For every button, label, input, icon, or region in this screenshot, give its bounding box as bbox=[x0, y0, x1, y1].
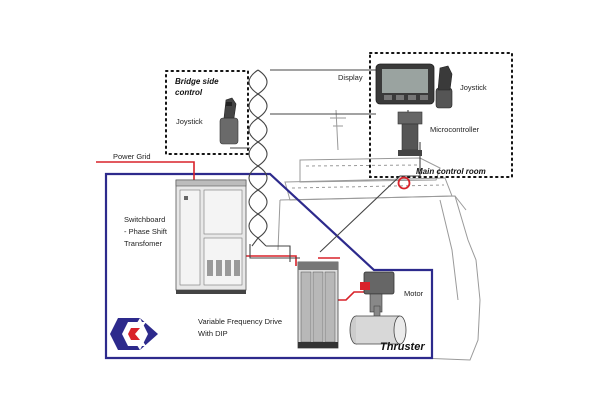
label-thruster: Thruster bbox=[380, 341, 425, 353]
power-cables bbox=[96, 161, 372, 345]
company-logo bbox=[110, 318, 158, 350]
display-icon bbox=[375, 63, 435, 105]
joystick-icon bbox=[219, 97, 239, 145]
label-bridge-side-control-1: Bridge side bbox=[175, 77, 219, 86]
switchboard-cabinet bbox=[175, 179, 247, 294]
label-power-grid: Power Grid bbox=[113, 152, 151, 161]
control-room-marker bbox=[397, 176, 411, 190]
microcontroller-icon bbox=[397, 111, 423, 156]
control-cables bbox=[230, 69, 421, 262]
label-joystick-main: Joystick bbox=[460, 83, 487, 92]
label-switchboard-2: - Phase Shift bbox=[124, 227, 168, 236]
label-microcontroller: Microcontroller bbox=[430, 125, 480, 134]
label-display: Display bbox=[338, 73, 363, 82]
label-vfd-1: Variable Frequency Drive bbox=[198, 317, 282, 326]
joystick-icon bbox=[435, 65, 453, 109]
label-vfd-2: With DIP bbox=[198, 329, 228, 338]
thruster-assembly bbox=[349, 271, 407, 345]
bridge-side-control-box bbox=[165, 70, 249, 155]
label-switchboard-1: Switchboard bbox=[124, 215, 165, 224]
label-joystick-bridge: Joystick bbox=[176, 117, 203, 126]
label-main-control-room: Main control room bbox=[416, 167, 486, 176]
label-bridge-side-control-2: control bbox=[175, 88, 203, 97]
system-boundary bbox=[104, 172, 434, 360]
label-motor: Motor bbox=[404, 289, 424, 298]
vfd-cabinet bbox=[297, 261, 339, 349]
label-switchboard-3: Transfomer bbox=[124, 239, 163, 248]
main-control-room-box bbox=[369, 52, 513, 178]
